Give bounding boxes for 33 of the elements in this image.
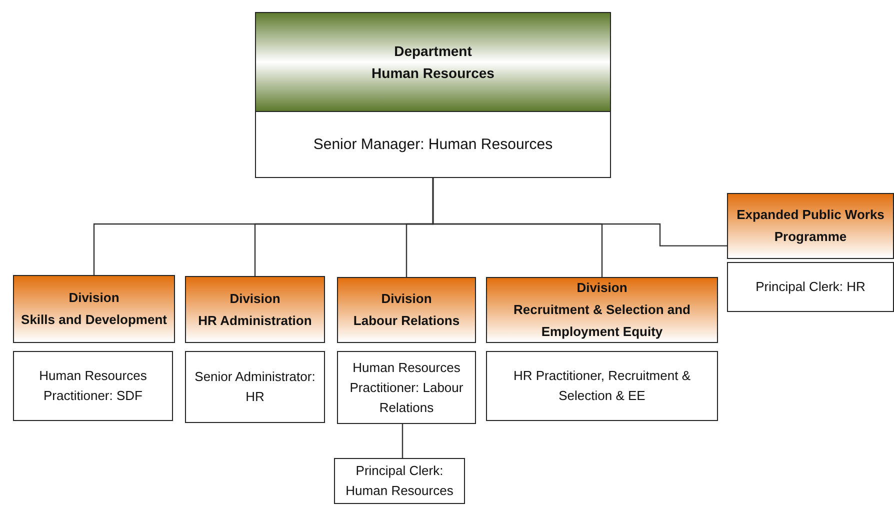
unit-name: Division	[576, 279, 628, 297]
unit-name: Division	[381, 290, 432, 308]
position-title: Human Resources Practitioner: SDF	[38, 367, 148, 405]
position-box	[486, 351, 718, 421]
position-title: Senior Administrator: HR	[194, 368, 316, 406]
division-box	[486, 277, 718, 343]
division-box	[185, 276, 325, 343]
unit-name: Recruitment & Selection and Employment Equity	[512, 301, 692, 341]
position-box	[255, 111, 611, 178]
unit-name: Department	[394, 42, 472, 61]
position-box	[727, 262, 894, 312]
connector-line	[402, 424, 404, 458]
unit-name: Labour Relations	[353, 312, 460, 330]
position-title: Human Resources Practitioner: Labour Relations	[348, 358, 464, 416]
position-box	[185, 351, 325, 423]
position-title: Principal Clerk: Human Resources	[344, 462, 454, 500]
position-box	[13, 351, 173, 421]
position-title: HR Practitioner, Recruitment & Selection & EE	[512, 367, 692, 405]
division-box	[337, 277, 476, 343]
department-header-box	[255, 12, 611, 112]
position-box	[334, 458, 465, 504]
unit-name: Division	[230, 290, 280, 308]
division-box	[13, 275, 175, 343]
unit-name: Division	[68, 289, 120, 307]
unit-name: Human Resources	[372, 64, 494, 83]
division-box	[727, 193, 894, 259]
position-box	[337, 351, 476, 424]
position-title: Principal Clerk: HR	[756, 278, 866, 296]
unit-name: HR Administration	[198, 312, 312, 330]
position-title: Senior Manager: Human Resources	[313, 134, 553, 154]
unit-name: Skills and Development	[21, 311, 167, 329]
unit-name: Expanded Public Works Programme	[736, 206, 886, 246]
connector-line	[432, 178, 727, 246]
